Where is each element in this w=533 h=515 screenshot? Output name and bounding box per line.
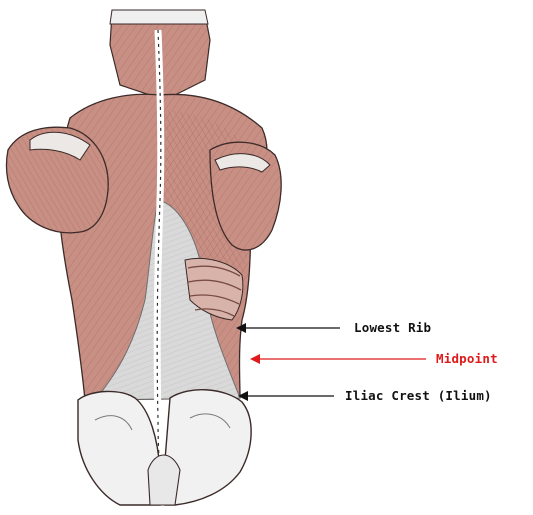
left-shoulder-muscle <box>6 127 108 233</box>
midpoint-label: Midpoint <box>436 351 498 366</box>
midpoint-arrow <box>250 354 426 364</box>
spine <box>157 30 162 505</box>
lowest-rib-label: Lowest Rib <box>354 320 431 335</box>
iliac-crest-label: Iliac Crest (Ilium) <box>345 388 492 403</box>
lowest-rib-arrow <box>236 323 340 333</box>
pelvis <box>78 390 251 505</box>
iliac-crest-arrow <box>238 391 334 401</box>
